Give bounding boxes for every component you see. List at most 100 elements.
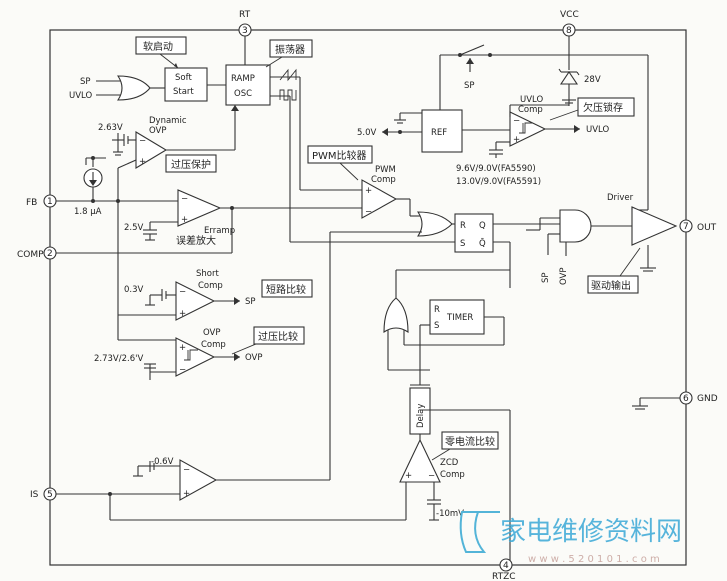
output-driver [631, 206, 678, 246]
pin-is-number: 5 [47, 490, 53, 500]
ovp-comp-cn-box [253, 326, 305, 345]
pin-rt-number: 3 [242, 26, 248, 36]
svg-text:−: − [183, 465, 190, 475]
svg-text:+: + [179, 343, 186, 353]
timer-r: R [434, 305, 440, 315]
pin-out-name: OUT [697, 223, 717, 233]
current-source-label: 1.8 μA [74, 207, 102, 217]
zener-diode [559, 71, 579, 85]
driver-label: Driver [607, 193, 634, 203]
watermark-main: 家电维修资料网 [500, 517, 682, 547]
ovp-ref-label: 2.73V/2.6'V [94, 354, 143, 364]
ovp-name-1: OVP [203, 328, 220, 338]
zero-current-comp-cn-box [441, 431, 499, 450]
ref-block [421, 109, 463, 153]
soft-start-cn-box [135, 36, 187, 55]
pin-fb-name: FB [26, 198, 37, 208]
oscillator-cn-box [269, 39, 313, 58]
ovp-comparator [175, 337, 216, 377]
dyn-ovp-ref-label: 2.63V [98, 123, 123, 133]
input-sp-label: SP [80, 77, 91, 87]
svg-text:+: + [513, 135, 520, 145]
zcd-name-2: Comp [440, 470, 465, 480]
uvlo-threshold-2: 13.0V/9.0V(FA5591) [456, 177, 541, 187]
overvoltage-protect-cn-box [165, 154, 217, 173]
pwm-comparator-cn-label: PWM比较器 [312, 149, 367, 162]
short-output-label: SP [245, 297, 256, 307]
and-input-ovp: OVP [559, 268, 569, 285]
dynamic-ovp-comparator [135, 131, 168, 169]
vcc-switch [459, 44, 485, 56]
sawtooth-waveform [279, 68, 297, 82]
uvlo-output-label: UVLO [586, 125, 609, 135]
driver-output-cn-label: 驱动输出 [591, 279, 631, 292]
and-input-sp: SP [541, 272, 551, 283]
pin-fb-number: 1 [47, 197, 53, 207]
svg-text:+: + [183, 489, 190, 499]
soft-start-block [164, 67, 208, 102]
pin-gnd-number: 6 [683, 394, 689, 404]
and-gate-driver [559, 209, 592, 243]
ramp-osc-label-2: OSC [234, 89, 252, 99]
overvoltage-protect-cn-label: 过压保护 [171, 158, 211, 171]
pin-out-number: 7 [683, 222, 689, 232]
latch-r: R [460, 221, 466, 231]
uvlo-threshold-1: 9.6V/9.0V(FA5590) [456, 164, 536, 174]
short-comparator [175, 281, 216, 321]
short-name-1: Short [196, 269, 219, 279]
pin-rtzc [499, 558, 513, 572]
pwm-name-1: PWM [375, 165, 396, 175]
svg-text:−: − [179, 365, 186, 375]
pwm-comparator [361, 179, 398, 219]
timer-s: S [434, 321, 439, 331]
svg-text:−: − [513, 116, 520, 126]
is-comp-ref-label: -0.6V [151, 457, 174, 467]
oscillator-cn-label: 振荡器 [275, 43, 305, 56]
svg-text:−: − [365, 207, 372, 217]
pin-gnd-name: GND [697, 394, 718, 404]
svg-text:+: + [405, 471, 412, 481]
uvlo-latch-cn-box [577, 97, 635, 117]
uvlo-name-2: Comp [518, 105, 543, 115]
error-amplifier [177, 189, 222, 227]
svg-text:−: − [139, 136, 146, 146]
soft-start-label-1: Soft [175, 73, 192, 83]
ramp-osc-block [225, 64, 271, 106]
ovp-comp-cn-label: 过压比较 [258, 330, 298, 343]
driver-output-cn-box [587, 275, 639, 294]
zcd-ref-label: -10mV [436, 509, 464, 519]
ovp-output-label: OVP [245, 353, 262, 363]
svg-text:+: + [365, 186, 372, 196]
erramp-cn-label: 误差放大 [176, 234, 216, 247]
svg-text:+: + [179, 309, 186, 319]
pin-vcc-name: VCC [560, 10, 579, 20]
latch-s: S [460, 239, 465, 249]
or-gate-reset [416, 211, 453, 237]
zcd-comparator [399, 438, 441, 483]
latch-q: Q [479, 221, 486, 231]
watermark-url: w w w . 5 2 0 1 0 1 . c o m [528, 554, 660, 565]
svg-text:−: − [428, 471, 435, 481]
pin-rtzc-name: RTZC [492, 572, 516, 581]
or-gate-soft-start [116, 75, 151, 101]
is-comparator [179, 459, 218, 501]
short-comp-cn-box [261, 279, 313, 298]
uvlo-latch-cn-label: 欠压锁存 [583, 101, 623, 114]
or-gate-timer [383, 297, 409, 334]
pin-rtzc-number: 4 [503, 561, 509, 571]
svg-text:+: + [139, 157, 146, 167]
ref-5v-label: 5.0V [357, 128, 377, 138]
pwm-name-2: Comp [371, 175, 396, 185]
soft-start-cn-label: 软启动 [143, 40, 173, 53]
dyn-ovp-name-2: OVP [149, 126, 166, 136]
zener-label: 28V [584, 75, 601, 85]
soft-start-label-2: Start [173, 87, 194, 97]
short-comp-cn-label: 短路比较 [266, 283, 306, 296]
short-ref-label: 0.3V [124, 285, 144, 295]
ref-label: REF [431, 128, 447, 138]
uvlo-name-1: UVLO [520, 95, 543, 105]
pin-comp-number: 2 [47, 249, 53, 259]
square-waveform [279, 89, 297, 101]
delay-label: Delay [416, 404, 426, 428]
